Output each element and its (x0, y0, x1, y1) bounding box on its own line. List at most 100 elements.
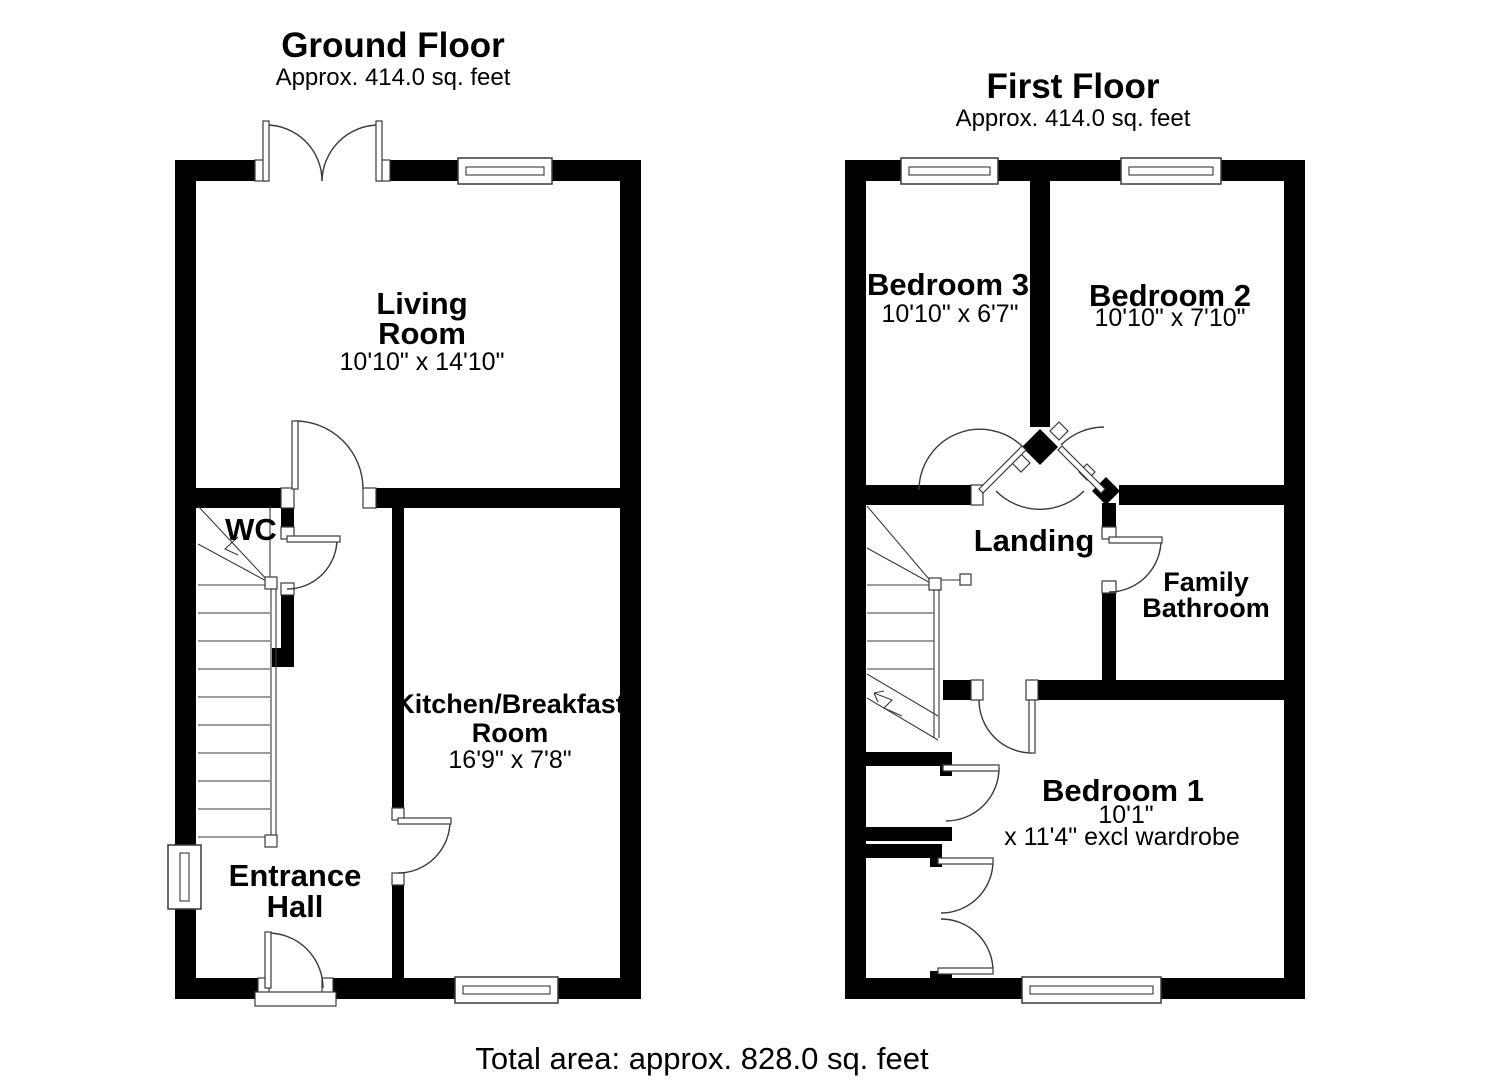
stair-break-line (866, 697, 939, 741)
door-arc (265, 124, 323, 182)
ff-window-bedroom3 (900, 157, 999, 185)
wall-segment (392, 885, 404, 978)
stair-newel (264, 576, 278, 590)
wall-segment (845, 160, 866, 999)
stair-steps (198, 584, 270, 838)
ff-bathroom-door (1108, 536, 1163, 593)
bedroom1-dims2: x 11'4" excl wardrobe (1004, 823, 1240, 851)
window-sash (908, 166, 991, 176)
stair-winder (197, 543, 271, 584)
stair-winder (866, 547, 935, 586)
kitchen-dims: 16'9" x 7'8" (448, 746, 571, 774)
window-sash (465, 166, 545, 176)
gf-interior-walls (196, 488, 620, 978)
stair-break-zigzag (873, 692, 903, 717)
window-sash (1128, 166, 1214, 176)
bedroom1-label: Bedroom 1 (1042, 773, 1204, 808)
door-leaf (262, 120, 270, 182)
angled-door-post (1049, 421, 1069, 441)
gf-front-door (254, 931, 337, 1007)
door-arc (940, 918, 994, 972)
door-arc (995, 490, 1085, 510)
stair-railing (933, 585, 940, 738)
gf-living-room-door (291, 420, 364, 490)
wall-segment (272, 648, 294, 667)
kitchen-label: Kitchen/Breakfast (395, 689, 625, 719)
living-room-label: Living (376, 286, 467, 321)
gf-window-left (167, 844, 202, 910)
door-arc (397, 820, 451, 874)
door-leaf (937, 967, 994, 975)
door-arc (918, 428, 1024, 491)
door-post (362, 487, 377, 509)
first-floor-plan: First Floor Approx. 414.0 sq. feet (845, 67, 1305, 1004)
door-arc (940, 860, 994, 914)
ff-staircase (866, 505, 972, 741)
ff-bedroom3-door (918, 428, 1027, 494)
door-arc (294, 420, 364, 490)
wall-segment (943, 680, 971, 700)
stair-newel (264, 834, 278, 848)
door-leaf (942, 764, 1000, 772)
door-leaf (1028, 699, 1036, 754)
wardrobe-wall (866, 752, 952, 766)
living-room-label2: Room (378, 316, 466, 351)
wardrobe-wall (866, 827, 952, 841)
wall-segment (281, 595, 294, 655)
wardrobe-wall (866, 844, 942, 858)
wall-segment (1119, 485, 1284, 505)
door-arc (945, 767, 1000, 822)
stair-railing (270, 583, 277, 841)
door-post (1025, 679, 1039, 701)
gf-staircase (197, 505, 278, 848)
family-bathroom-label2: Bathroom (1142, 593, 1270, 623)
first-floor-area: Approx. 414.0 sq. feet (956, 105, 1191, 132)
bedroom3-dims: 10'10" x 6'7" (881, 300, 1018, 328)
wc-label: WC (225, 512, 277, 547)
wall-segment (281, 508, 294, 527)
wall-segment (392, 508, 404, 808)
door-arc (1060, 426, 1105, 446)
gf-door-posts (254, 159, 405, 1000)
door-arc (321, 124, 380, 182)
ff-bedroom1-door (978, 699, 1036, 754)
window-sash (462, 985, 551, 995)
bedroom1-dims1: 10'1" (1098, 801, 1153, 829)
first-floor-title: First Floor (986, 67, 1159, 106)
door-arc (267, 932, 324, 989)
door-leaf (937, 857, 994, 865)
stair-winder (866, 505, 935, 586)
family-bathroom-label: Family (1163, 567, 1249, 597)
door-leaf (286, 535, 341, 543)
landing-label: Landing (974, 523, 1095, 558)
wall-segment (1102, 503, 1116, 527)
door-threshold (254, 991, 337, 1007)
door-arc (978, 699, 1033, 754)
door-post (970, 679, 984, 701)
wall-segment (196, 488, 281, 508)
bedroom2-label: Bedroom 2 (1089, 278, 1251, 313)
bedroom2-dims: 10'10" x 7'10" (1094, 304, 1245, 332)
gf-kitchen-door (397, 817, 452, 874)
stair-steps (867, 584, 934, 670)
door-arc (286, 538, 338, 590)
door-leaf (1108, 536, 1163, 544)
ff-room-labels: Bedroom 3 10'10" x 6'7" Bedroom 2 10'10"… (867, 267, 1270, 851)
kitchen-label2: Room (472, 718, 549, 748)
door-post (391, 872, 405, 886)
entrance-hall-label2: Hall (267, 889, 324, 924)
ff-wardrobe-door-2 (937, 857, 994, 975)
door-leaf (1057, 445, 1106, 494)
wall-segment (1038, 680, 1284, 700)
ff-wardrobe-door-1 (942, 764, 1000, 822)
ff-interior-walls (866, 181, 1284, 999)
window-sash (1029, 985, 1154, 995)
wall-segment (175, 978, 258, 999)
wall-segment (930, 971, 952, 999)
gf-wc-door (286, 535, 341, 590)
window-sash (179, 852, 190, 902)
wall-segment (1284, 160, 1305, 999)
gf-patio-double-door (262, 120, 383, 182)
